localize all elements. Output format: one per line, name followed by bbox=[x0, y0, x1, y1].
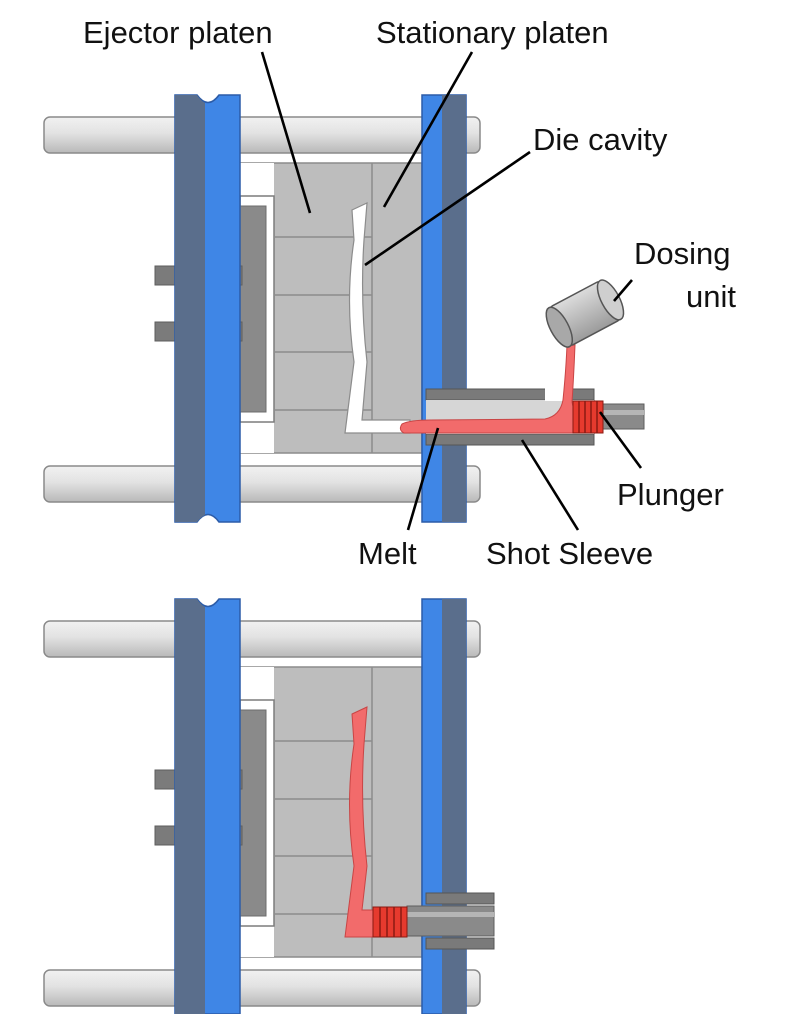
ejector-plate-bottom bbox=[239, 709, 267, 917]
label-stationary-platen: Stationary platen bbox=[376, 15, 609, 50]
label-die-cavity: Die cavity bbox=[533, 122, 668, 157]
label-melt: Melt bbox=[358, 536, 417, 571]
label-dosing-unit-line2: unit bbox=[686, 279, 736, 314]
machine-bottom bbox=[43, 598, 495, 1014]
label-dosing-unit-line1: Dosing bbox=[634, 236, 731, 271]
label-plunger: Plunger bbox=[617, 477, 724, 512]
tie-bar-top-upper bbox=[43, 116, 481, 154]
shot-sleeve-stub bbox=[425, 892, 495, 905]
dosing-unit-icon bbox=[545, 279, 625, 348]
label-shot-sleeve: Shot Sleeve bbox=[486, 536, 653, 571]
shot-sleeve-bottom bbox=[425, 433, 595, 446]
ejector-plate bbox=[239, 205, 267, 413]
labels: Ejector platen Stationary platen Die cav… bbox=[83, 15, 736, 571]
tie-bar-bottom-upper bbox=[43, 620, 481, 658]
plunger-rod-top bbox=[599, 403, 645, 430]
melt-top bbox=[399, 344, 586, 434]
plunger-rod-bottom bbox=[406, 905, 495, 937]
tie-bar-top-lower bbox=[43, 465, 481, 503]
machine-top bbox=[43, 94, 645, 523]
leader-lines bbox=[260, 51, 643, 531]
plunger-bottom bbox=[372, 906, 408, 938]
tie-bar-bottom-lower bbox=[43, 969, 481, 1007]
label-ejector-platen: Ejector platen bbox=[83, 15, 273, 50]
die-cavity bbox=[344, 202, 411, 434]
plunger-top bbox=[572, 400, 604, 434]
